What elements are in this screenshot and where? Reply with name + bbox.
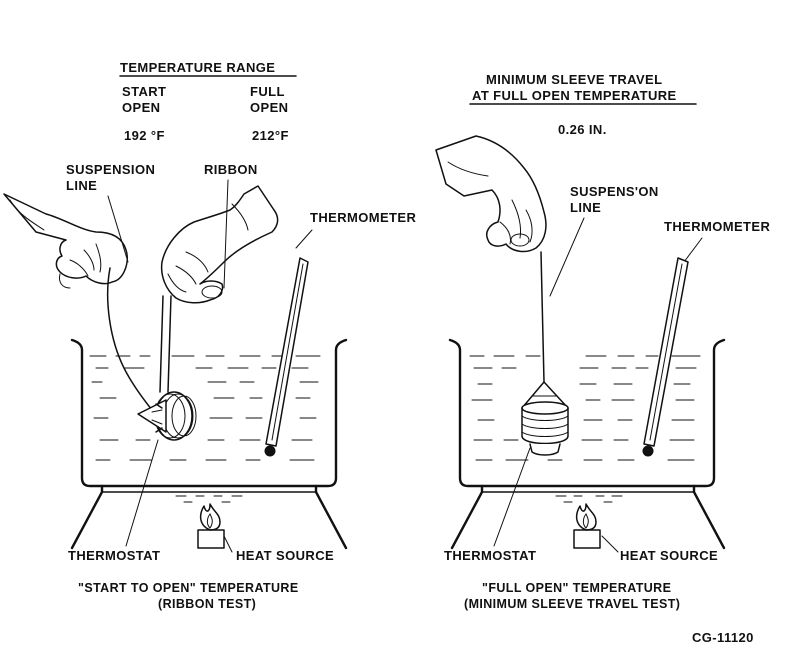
right-panel: MINIMUM SLEEVE TRAVEL AT FULL OPEN TEMPE… — [436, 72, 770, 611]
left-heat-source-leader — [224, 536, 232, 552]
right-thermostat-label: THERMOSTAT — [444, 548, 536, 563]
left-caption-1: "START TO OPEN" TEMPERATURE — [78, 581, 299, 595]
left-thermometer-label: THERMOMETER — [310, 210, 416, 225]
left-col1-line2: OPEN — [122, 100, 160, 115]
left-caption-2: (RIBBON TEST) — [158, 597, 256, 611]
left-panel: TEMPERATURE RANGE START OPEN FULL OPEN 1… — [4, 60, 416, 611]
left-suspension-leader — [108, 196, 128, 262]
left-beaker — [72, 340, 346, 486]
right-beaker — [450, 340, 724, 486]
left-col2-line2: OPEN — [250, 100, 288, 115]
left-thermometer-leader — [296, 230, 312, 248]
left-range-title: TEMPERATURE RANGE — [120, 60, 275, 75]
right-stand — [452, 486, 724, 548]
left-col1-line1: START — [122, 84, 166, 99]
right-thermometer — [643, 258, 689, 457]
right-suspension-line — [541, 252, 544, 382]
right-caption-1: "FULL OPEN" TEMPERATURE — [482, 581, 671, 595]
right-title-2: AT FULL OPEN TEMPERATURE — [472, 88, 677, 103]
left-flame — [201, 504, 220, 530]
right-heat-source-label: HEAT SOURCE — [620, 548, 718, 563]
right-title-1: MINIMUM SLEEVE TRAVEL — [486, 72, 662, 87]
right-caption-2: (MINIMUM SLEEVE TRAVEL TEST) — [464, 597, 680, 611]
right-thermostat — [522, 382, 568, 455]
left-suspension-label-1: SUSPENSION — [66, 162, 155, 177]
right-hand-suspension — [436, 136, 546, 251]
right-suspension-leader — [550, 218, 584, 296]
right-suspension-label-2: LINE — [570, 200, 601, 215]
left-thermostat-label: THERMOSTAT — [68, 548, 160, 563]
left-full-temp: 212°F — [252, 128, 289, 143]
left-thermostat-leader — [126, 440, 158, 546]
left-ribbon — [160, 296, 171, 392]
left-suspension-label-2: LINE — [66, 178, 97, 193]
right-thermostat-leader — [494, 448, 530, 546]
right-suspension-label-1: SUSPENS'ON — [570, 184, 659, 199]
left-suspension-line — [108, 268, 152, 410]
left-hand-ribbon — [162, 186, 278, 303]
left-thermostat — [138, 392, 196, 440]
left-col2-line1: FULL — [250, 84, 285, 99]
left-start-temp: 192 °F — [124, 128, 165, 143]
left-ribbon-leader — [224, 180, 228, 288]
left-stand — [72, 486, 346, 548]
right-heat-source-leader — [602, 536, 618, 552]
right-thermometer-leader — [684, 238, 702, 262]
right-sleeve-travel-value: 0.26 IN. — [558, 122, 607, 137]
right-thermometer-label: THERMOMETER — [664, 219, 770, 234]
figure-id: CG-11120 — [692, 630, 754, 645]
left-heat-source-label: HEAT SOURCE — [236, 548, 334, 563]
right-flame — [577, 504, 596, 530]
left-thermometer — [265, 258, 309, 457]
left-ribbon-label: RIBBON — [204, 162, 258, 177]
right-heat-source — [556, 496, 622, 548]
left-heat-source — [176, 496, 242, 548]
